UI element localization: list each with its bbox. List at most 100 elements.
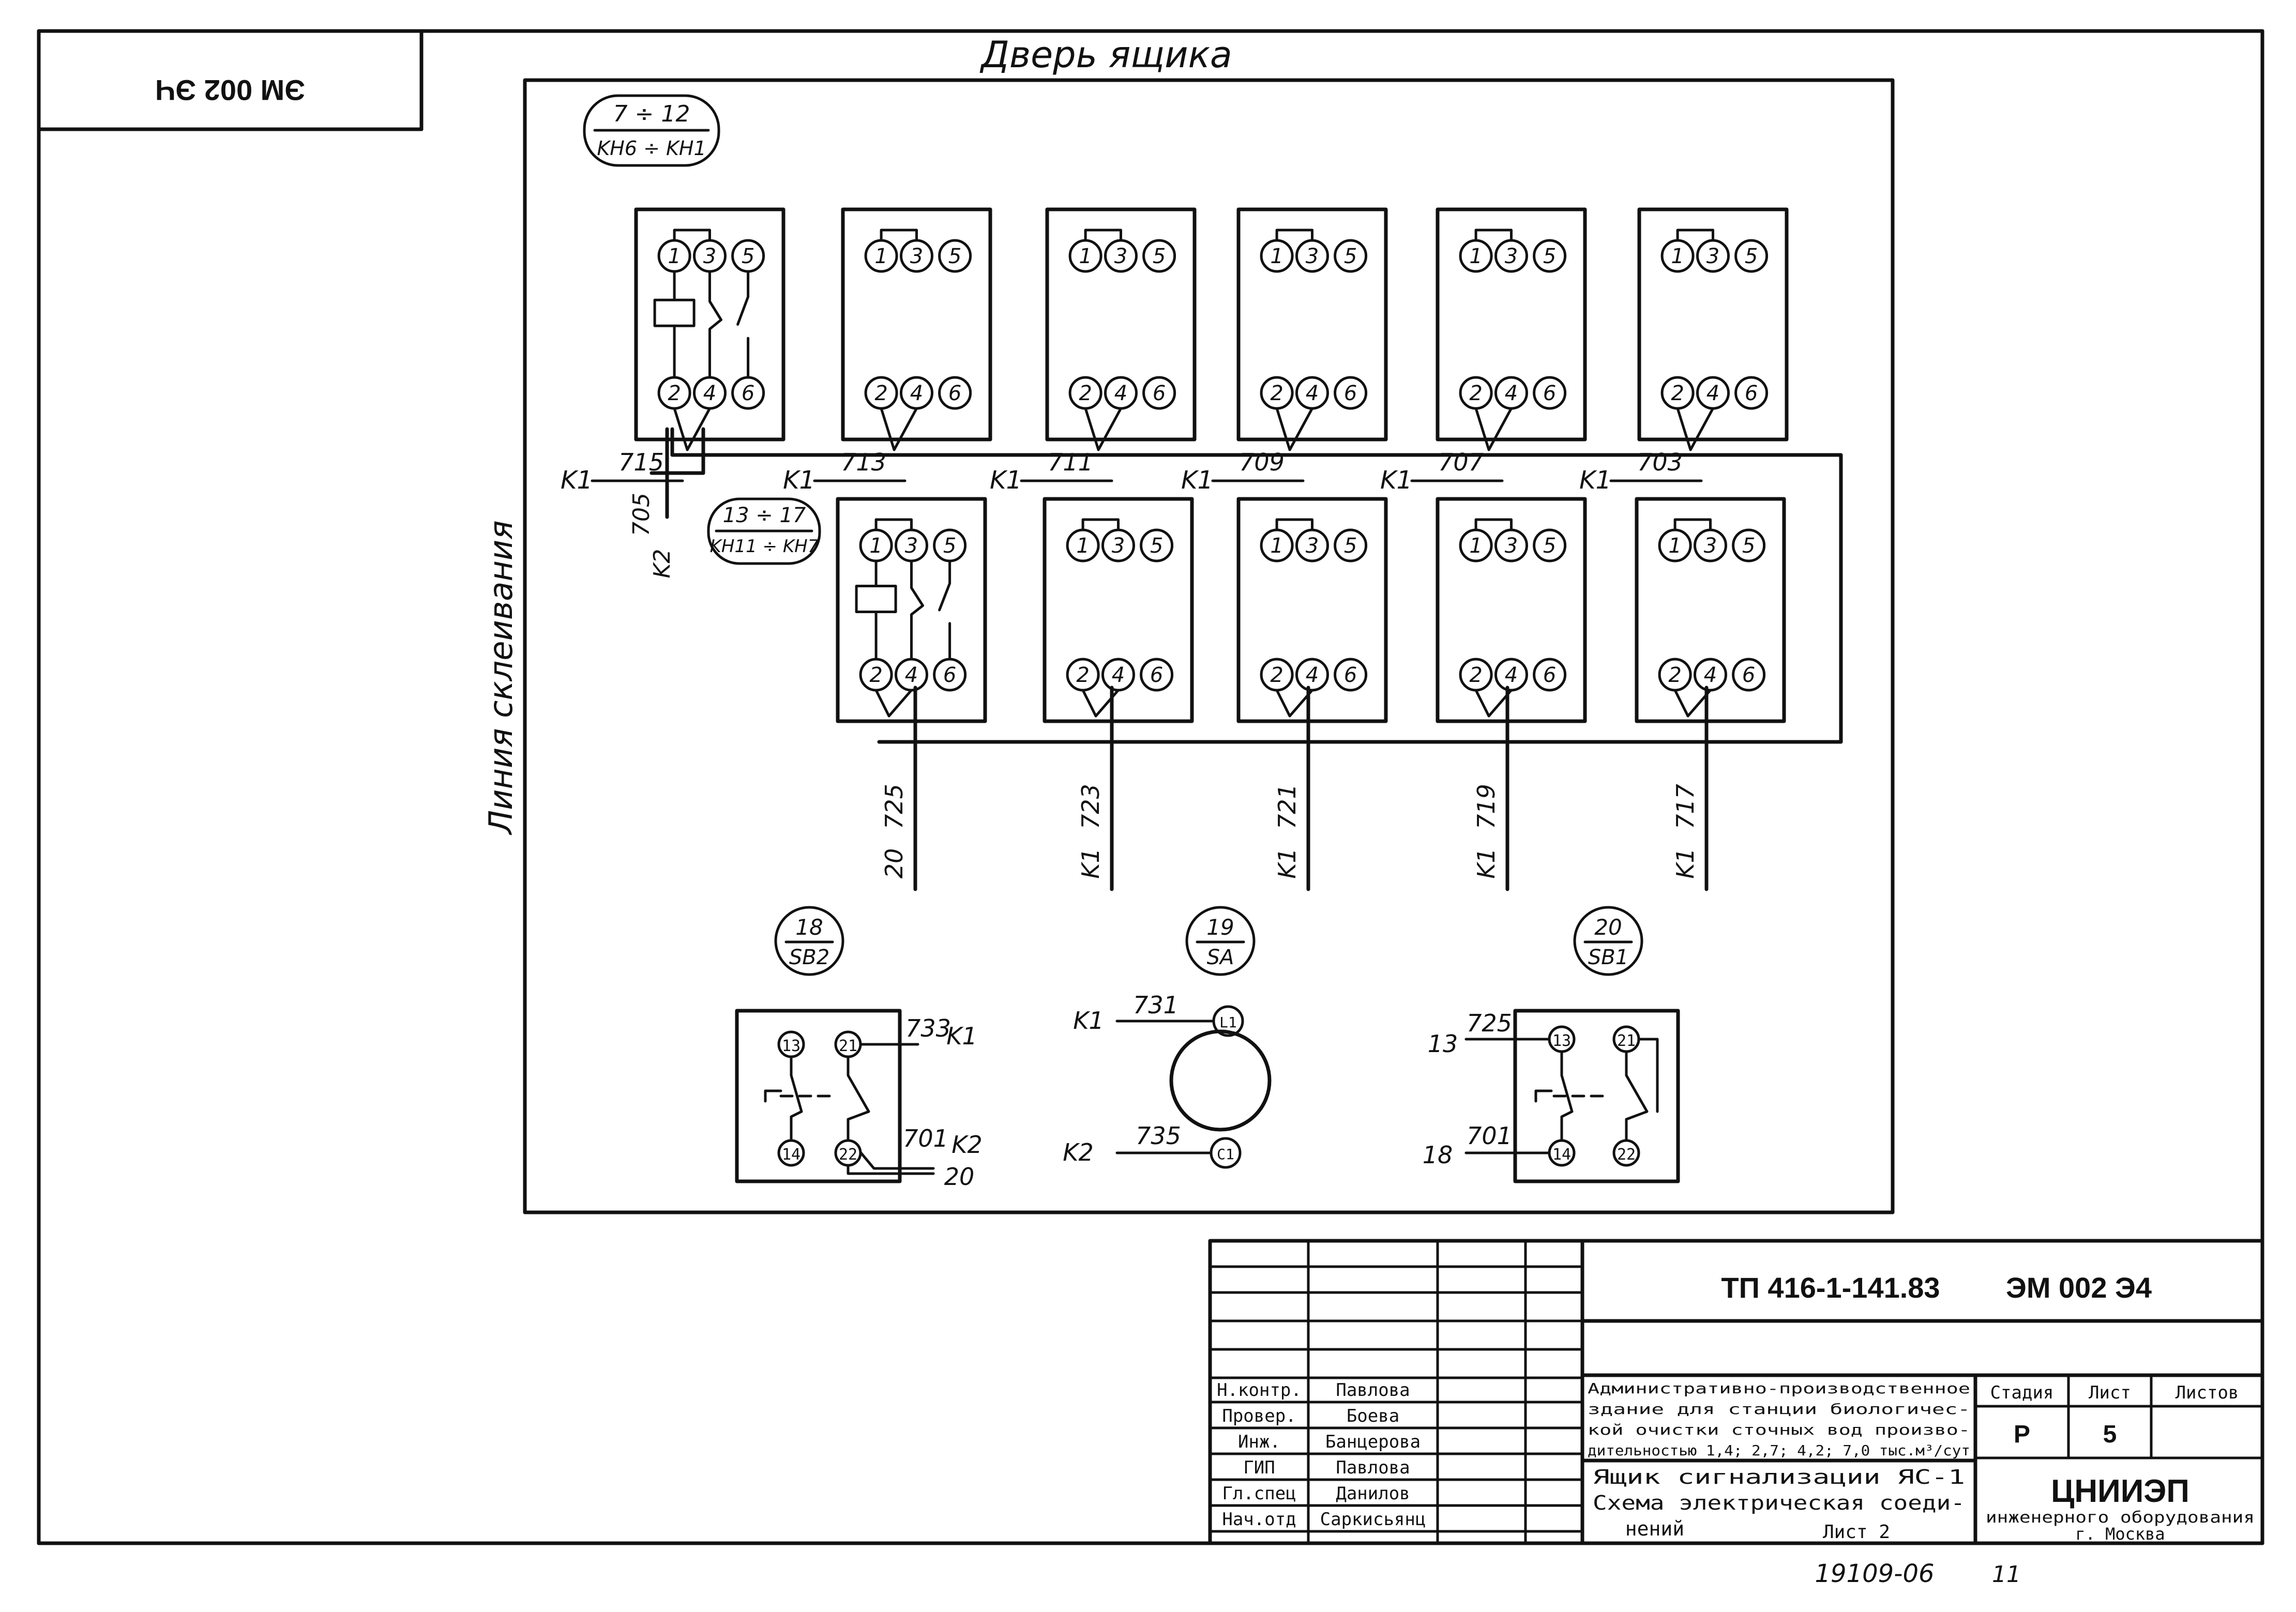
svg-text:6: 6 (1150, 663, 1163, 687)
svg-text:Лист: Лист (2089, 1382, 2131, 1403)
svg-text:5: 5 (1543, 245, 1556, 268)
svg-text:13: 13 (1552, 1032, 1571, 1050)
svg-text:705: 705 (628, 493, 655, 536)
terminal-t6 (938, 376, 972, 410)
svg-text:KH6 ÷ KH1: KH6 ÷ KH1 (597, 137, 706, 160)
svg-text:725: 725 (880, 784, 908, 829)
svg-text:3: 3 (910, 245, 923, 268)
door-frame (523, 78, 1895, 1214)
terminal-t5 (938, 239, 972, 273)
svg-text:4: 4 (910, 382, 923, 405)
svg-text:707: 707 (1438, 448, 1484, 476)
terminal-t6 (1140, 658, 1174, 692)
svg-text:731: 731 (1133, 991, 1179, 1019)
svg-text:19: 19 (1206, 915, 1234, 940)
svg-text:4: 4 (1306, 382, 1319, 405)
svg-text:3: 3 (1704, 534, 1717, 558)
svg-text:2: 2 (1076, 663, 1089, 687)
svg-text:K1: K1 (946, 1022, 977, 1050)
svg-text:1: 1 (1469, 245, 1482, 268)
svg-text:C1: C1 (1217, 1146, 1234, 1163)
glue-line-label: Линия склеивания (482, 520, 520, 835)
svg-text:2: 2 (1668, 663, 1681, 687)
svg-text:2: 2 (1469, 382, 1482, 405)
terminal-t5 (1142, 239, 1176, 273)
svg-text:K1: K1 (783, 466, 815, 495)
svg-text:K1: K1 (1671, 848, 1699, 878)
svg-text:2: 2 (668, 382, 681, 405)
svg-text:K1: K1 (1472, 848, 1500, 878)
svg-text:1: 1 (1671, 245, 1684, 268)
svg-text:21: 21 (1617, 1032, 1636, 1050)
terminal-t5 (1533, 239, 1567, 273)
svg-text:K1: K1 (1073, 1007, 1104, 1035)
corner-code: ЭМ 002 ЭЧ (155, 74, 305, 107)
svg-text:SB1: SB1 (1588, 946, 1628, 969)
svg-text:709: 709 (1239, 448, 1285, 476)
svg-text:Банцерова: Банцерова (1325, 1432, 1421, 1452)
svg-text:6: 6 (1153, 382, 1166, 405)
svg-text:Павлова: Павлова (1336, 1457, 1410, 1478)
svg-text:K1: K1 (1380, 466, 1412, 495)
terminal-t6 (1142, 376, 1176, 410)
footer-mark: 11 (1992, 1561, 2021, 1588)
svg-text:735: 735 (1136, 1122, 1181, 1150)
svg-text:5: 5 (1745, 245, 1758, 268)
svg-text:4: 4 (703, 382, 716, 405)
svg-text:Р: Р (2014, 1421, 2030, 1448)
svg-text:3: 3 (1505, 534, 1518, 558)
svg-text:K2: K2 (649, 549, 675, 579)
doc-number: ТП 416-1-141.83 (1721, 1271, 1940, 1304)
svg-text:4: 4 (1505, 663, 1518, 687)
svg-text:2: 2 (1671, 382, 1684, 405)
svg-text:4: 4 (1114, 382, 1127, 405)
svg-text:719: 719 (1472, 784, 1500, 829)
svg-text:5: 5 (1150, 534, 1163, 558)
svg-text:1: 1 (668, 245, 681, 268)
svg-text:дительностью 1,4; 2,7; 4,2; 7,: дительностью 1,4; 2,7; 4,2; 7,0 тыс.м³/с… (1588, 1442, 1970, 1459)
svg-text:4: 4 (1706, 382, 1719, 405)
svg-text:6: 6 (1745, 382, 1758, 405)
terminal-t6 (1533, 658, 1567, 692)
drawing-frame (37, 29, 2264, 1545)
terminal-t6 (1734, 376, 1769, 410)
svg-text:5: 5 (948, 245, 961, 268)
svg-text:1: 1 (1270, 534, 1283, 558)
svg-text:Павлова: Павлова (1336, 1380, 1410, 1401)
svg-text:21: 21 (839, 1037, 857, 1055)
svg-text:2: 2 (1270, 382, 1283, 405)
svg-text:701: 701 (1467, 1122, 1512, 1150)
selector-sa: L1 C1 K1 731 K2 735 (1063, 991, 1272, 1169)
svg-text:1: 1 (1079, 245, 1092, 268)
corner-code-box: ЭМ 002 ЭЧ (37, 29, 424, 131)
svg-text:Гл.спец: Гл.спец (1222, 1483, 1296, 1504)
svg-text:L1: L1 (1219, 1014, 1237, 1031)
terminal-t6 (1533, 376, 1567, 410)
title-block: Н.контр.ПавловаПровер.БоеваИнж.Банцерова… (1208, 1239, 2264, 1545)
svg-text:22: 22 (839, 1146, 857, 1164)
sheet-label: Лист 2 (1823, 1522, 1890, 1543)
svg-text:3: 3 (703, 245, 716, 268)
svg-text:725: 725 (1467, 1009, 1512, 1037)
svg-text:5: 5 (742, 245, 754, 268)
svg-text:6: 6 (1543, 382, 1556, 405)
svg-text:715: 715 (618, 448, 664, 476)
svg-text:5: 5 (1543, 534, 1556, 558)
svg-text:2: 2 (1079, 382, 1092, 405)
svg-text:K1: K1 (1077, 848, 1105, 878)
